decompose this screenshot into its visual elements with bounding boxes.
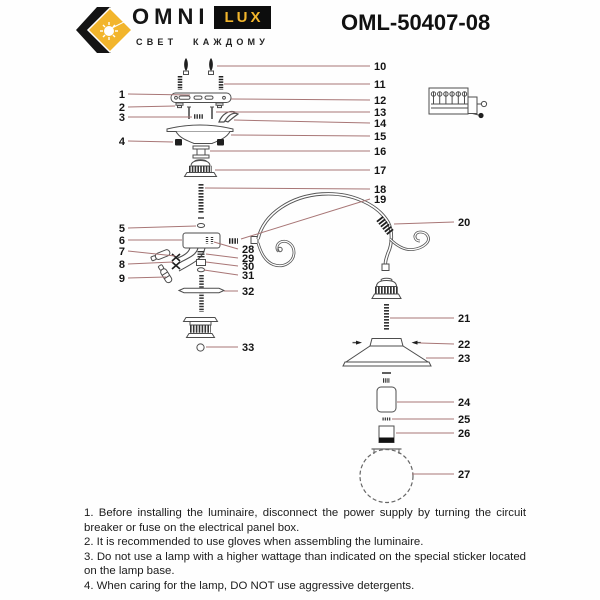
arm-assembly	[250, 192, 432, 504]
part-number-label: 23	[458, 353, 470, 365]
part-number-label: 22	[458, 339, 470, 351]
finial-ring	[196, 343, 205, 352]
instruction-line: 3. Do not use a lamp with a higher watta…	[84, 550, 526, 578]
bottom-finial	[182, 317, 219, 338]
lamp-shade	[342, 345, 432, 367]
leader-line	[230, 134, 371, 137]
cable-hook	[218, 110, 240, 123]
part-number-label: 26	[458, 428, 470, 440]
spacer-spool	[192, 145, 210, 159]
part-number-label: 30	[242, 261, 254, 273]
part-number-label: 27	[458, 469, 470, 481]
part-number-label: 20	[458, 217, 470, 229]
leader-line	[127, 250, 176, 257]
leader-line	[127, 225, 197, 229]
wiring-diagram-icon	[428, 87, 488, 119]
part-number-label: 19	[374, 194, 386, 206]
glass-globe	[359, 448, 414, 504]
part-number-label: 33	[242, 342, 254, 354]
washer-ring	[196, 217, 206, 228]
part-number-label: 17	[374, 165, 386, 177]
brand-secondary-badge: LUX	[214, 5, 272, 29]
wire-connector-lower	[157, 264, 173, 284]
instruction-line: 4. When caring for the lamp, DO NOT use …	[84, 579, 415, 592]
model-number: OML-50407-08	[341, 10, 491, 35]
crossbar	[177, 287, 226, 294]
leader-line	[127, 93, 191, 96]
leader-line	[205, 261, 239, 267]
shade-collar	[352, 338, 421, 347]
leader-line	[233, 119, 371, 124]
omnilux-logo-icon	[76, 5, 134, 60]
brand-name: OMNI LUX	[132, 4, 272, 30]
stem-assembly	[150, 184, 238, 352]
junction-box	[182, 232, 221, 249]
leader-line	[240, 198, 371, 240]
part-number-label: 31	[242, 270, 254, 282]
lamp-socket	[378, 425, 395, 443]
part-number-label: 7	[119, 246, 125, 258]
part-number-label: 2	[119, 102, 125, 114]
square-nuts	[175, 139, 224, 146]
threaded-studs	[177, 76, 224, 90]
part-number-label: 10	[374, 61, 386, 73]
part-number-label: 25	[458, 414, 470, 426]
part-number-label: 14	[374, 118, 387, 130]
shade-fittings	[382, 372, 391, 383]
leader-line	[213, 241, 239, 250]
part-number-label: 24	[458, 397, 471, 409]
part-number-label: 13	[374, 107, 386, 119]
part-number-label: 8	[119, 259, 125, 271]
instruction-line: 1. Before installing the luminaire, disc…	[84, 507, 526, 534]
part-number-label: 3	[119, 112, 125, 124]
leader-line	[419, 342, 455, 345]
leader-line	[230, 98, 371, 101]
scroll-arm	[256, 192, 430, 268]
leader-line	[393, 221, 455, 225]
callouts-layer: 1234567891011121314151617181920212223242…	[119, 61, 471, 481]
instruction-line: 2. It is recommended to use gloves when …	[84, 536, 424, 549]
socket-housing	[376, 386, 397, 413]
brand-primary-text: OMNI	[132, 4, 210, 29]
part-number-label: 1	[119, 89, 125, 101]
leader-line	[204, 187, 371, 190]
lamp-holder-cap	[371, 277, 402, 299]
brand-tagline: СВЕТ КАЖДОМУ	[136, 37, 270, 47]
part-number-label: 28	[242, 244, 254, 256]
part-number-label: 12	[374, 95, 386, 107]
terminal-screws	[430, 91, 468, 104]
leader-line	[127, 105, 176, 108]
leader-line	[127, 261, 174, 265]
part-number-label: 29	[242, 253, 254, 265]
strap-nuts	[175, 102, 224, 109]
stem-fittings	[196, 251, 206, 273]
leader-line	[203, 269, 239, 276]
ceiling-mount-assembly	[166, 58, 240, 177]
ceiling-canopy	[166, 124, 234, 144]
part-number-label: 4	[119, 136, 126, 148]
leader-line	[127, 140, 174, 143]
part-number-label: 6	[119, 235, 125, 247]
part-number-label: 11	[374, 79, 386, 91]
part-number-label: 5	[119, 223, 125, 235]
decorative-cap	[183, 159, 218, 177]
part-number-label: 18	[374, 184, 386, 196]
part-number-label: 15	[374, 131, 386, 143]
mounting-screws	[183, 58, 214, 75]
part-number-label: 16	[374, 146, 386, 158]
instructions: 1. Before installing the luminaire, disc…	[84, 506, 526, 594]
part-number-label: 32	[242, 286, 254, 298]
part-number-label: 9	[119, 273, 125, 285]
leader-line	[127, 276, 167, 279]
part-number-label: 21	[458, 313, 470, 325]
leader-line	[205, 253, 239, 259]
